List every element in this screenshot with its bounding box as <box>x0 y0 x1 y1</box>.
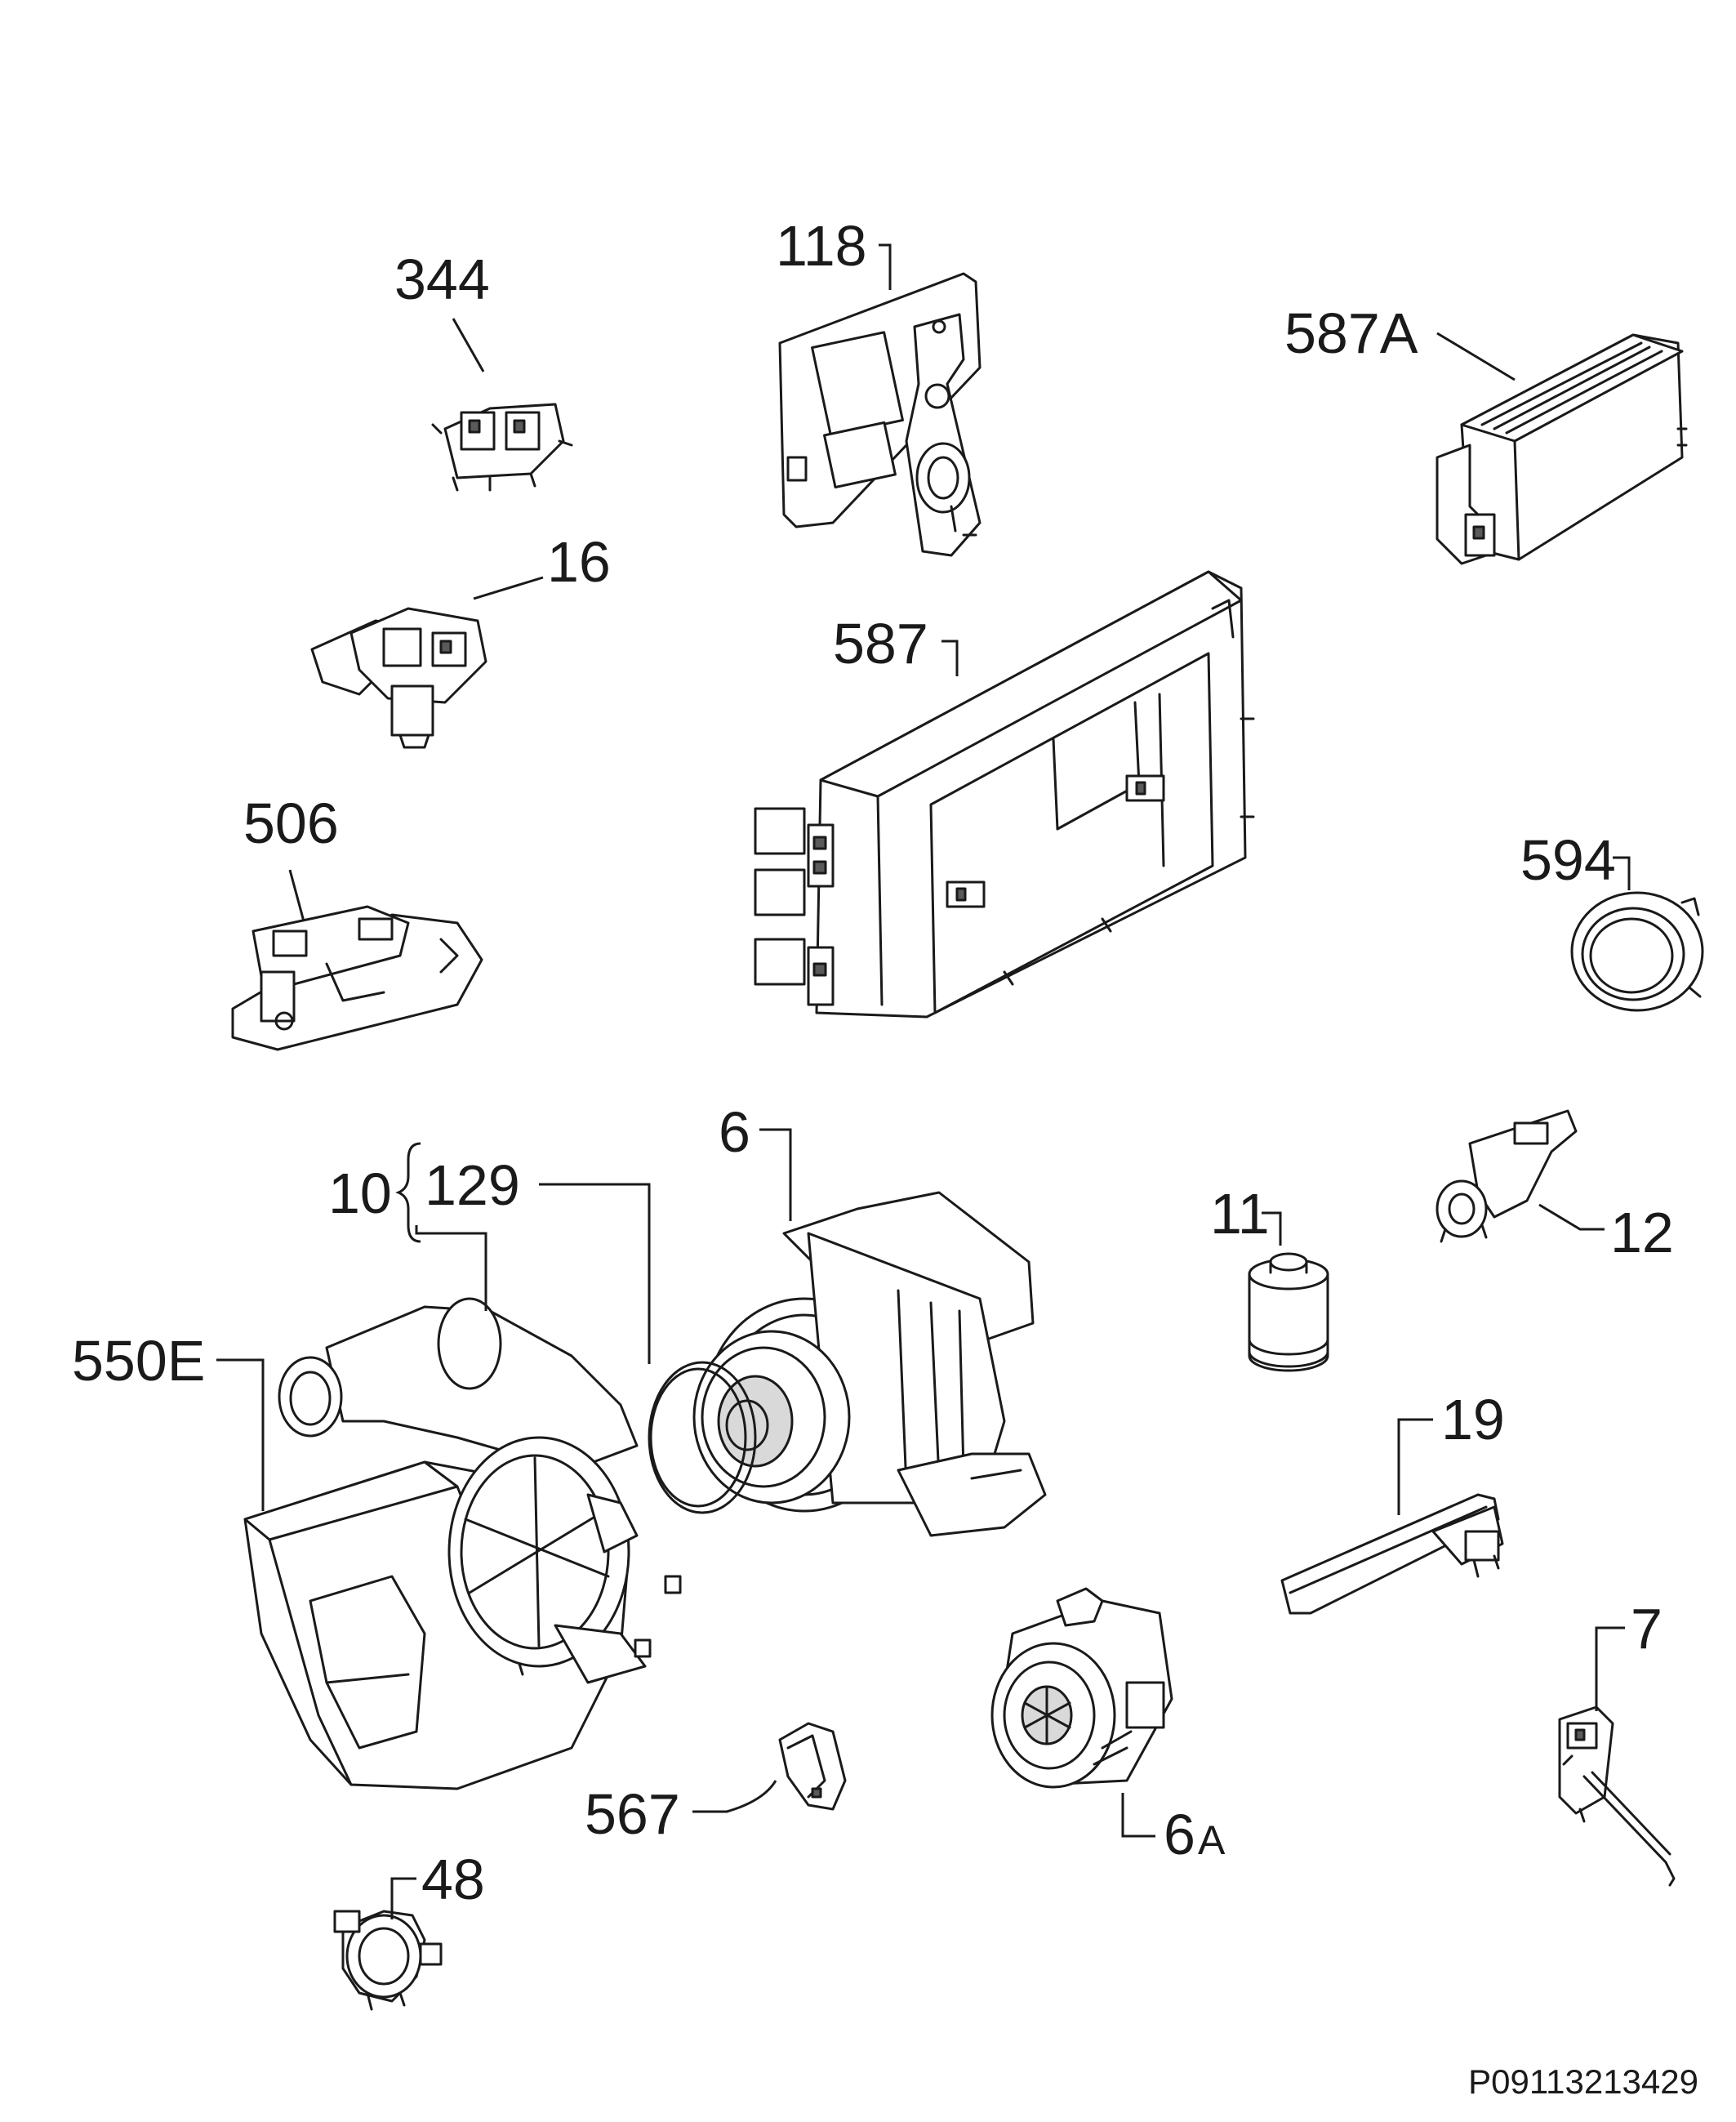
part-48-pressure-switch <box>333 1910 443 2011</box>
label-118: 118 <box>776 214 867 278</box>
part-12-flow-meter <box>1436 1109 1578 1243</box>
leader-344 <box>452 318 485 372</box>
label-129: 129 <box>425 1153 520 1217</box>
part-550E-sump <box>243 1297 757 1790</box>
part-506-bracket <box>231 905 483 1051</box>
leader-16 <box>473 576 544 600</box>
drawing-code: P09113213429 <box>1468 2062 1698 2101</box>
brace-10 <box>395 1142 421 1243</box>
label-594: 594 <box>1520 828 1616 892</box>
label-587A: 587A <box>1284 301 1418 365</box>
label-506: 506 <box>243 791 339 855</box>
label-6A-suffix: A <box>1198 1817 1226 1863</box>
part-118-dispenser <box>778 272 982 557</box>
label-6A-number: 6 <box>1164 1803 1195 1866</box>
leader-594 <box>1613 856 1631 890</box>
part-344-switch <box>431 403 573 492</box>
leader-12 <box>1538 1203 1605 1231</box>
leader-587A <box>1436 332 1516 381</box>
leader-587 <box>941 640 959 676</box>
label-11: 11 <box>1210 1182 1270 1246</box>
label-344: 344 <box>394 247 490 311</box>
leader-48 <box>390 1877 416 1919</box>
part-587A-control-module <box>1436 333 1688 565</box>
part-594-cap <box>1570 891 1704 1012</box>
label-7: 7 <box>1631 1597 1663 1661</box>
leader-10 <box>415 1225 487 1311</box>
part-587-main-control-board <box>754 570 1255 1019</box>
leader-506 <box>288 869 305 922</box>
leader-550E <box>216 1358 265 1511</box>
label-12: 12 <box>1610 1201 1674 1264</box>
label-16: 16 <box>547 530 611 594</box>
leader-19 <box>1397 1418 1433 1515</box>
part-6A-drain-pump <box>990 1587 1173 1789</box>
label-550E: 550E <box>72 1329 205 1393</box>
label-6: 6 <box>719 1100 750 1164</box>
part-19-sensor-bar <box>1280 1493 1504 1615</box>
leader-129 <box>539 1183 651 1364</box>
part-11-capacitor <box>1248 1252 1329 1372</box>
label-48: 48 <box>421 1848 485 1911</box>
label-587: 587 <box>833 612 928 675</box>
leader-7 <box>1595 1626 1625 1711</box>
part-7-micro-switch <box>1558 1705 1676 1887</box>
leader-6A <box>1121 1793 1155 1838</box>
part-567-clip <box>778 1722 847 1811</box>
label-567: 567 <box>585 1782 680 1846</box>
label-19: 19 <box>1441 1388 1505 1451</box>
leader-11 <box>1262 1211 1282 1246</box>
part-16-door-lock <box>310 607 487 749</box>
label-10: 10 <box>328 1161 392 1225</box>
part-6-heat-pump <box>692 1191 1047 1537</box>
leader-567 <box>692 1780 777 1813</box>
leader-118 <box>879 243 892 290</box>
leader-6 <box>759 1128 792 1221</box>
